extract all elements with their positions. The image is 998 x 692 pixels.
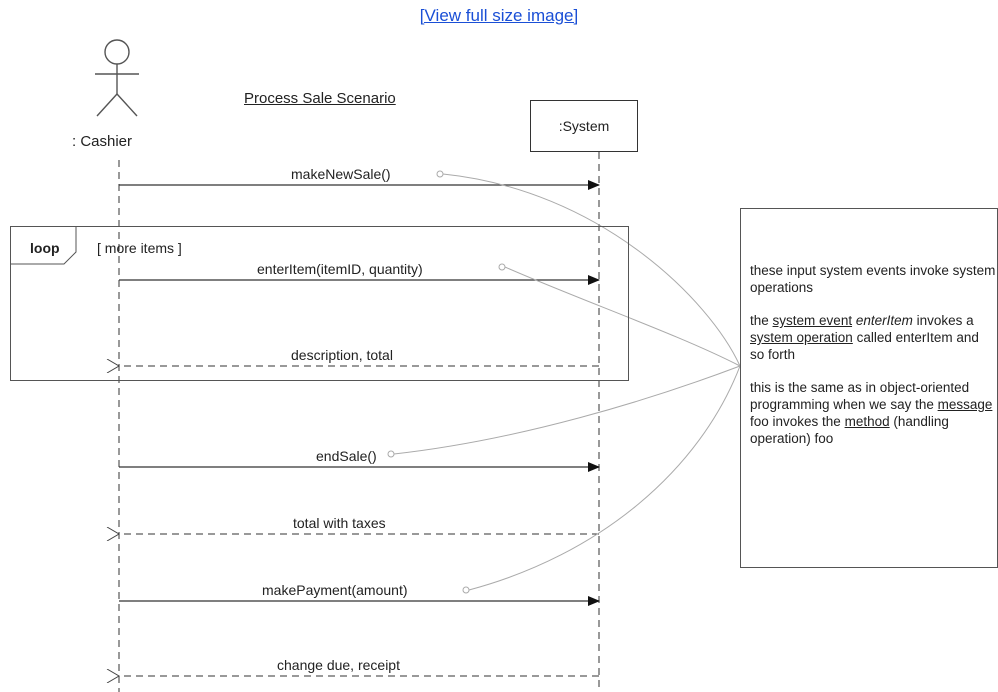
msg-label-change-due: change due, receipt — [277, 657, 400, 673]
loop-guard: [ more items ] — [97, 240, 182, 256]
msg-label-makePayment: makePayment(amount) — [262, 582, 408, 598]
system-lifeline-box: :System — [530, 100, 638, 152]
view-full-size-link[interactable]: [View full size image] — [419, 6, 579, 25]
note-connectors — [387, 170, 741, 594]
loop-frame-tag — [10, 226, 77, 265]
note-paragraph-3: this is the same as in object-oriented p… — [750, 380, 993, 446]
note-box — [740, 208, 998, 568]
note-paragraph-2: the system event enterItem invokes a sys… — [750, 313, 979, 362]
cashier-actor-icon — [95, 39, 139, 117]
note-paragraph-1: these input system events invoke system … — [750, 263, 996, 295]
loop-frame — [10, 226, 629, 381]
msg-label-total-with-taxes: total with taxes — [293, 515, 386, 531]
loop-label: loop — [30, 240, 60, 256]
msg-label-endSale: endSale() — [316, 448, 377, 464]
cashier-actor-label: : Cashier — [72, 133, 133, 150]
system-label: :System — [558, 118, 610, 134]
msg-label-makeNewSale: makeNewSale() — [291, 166, 391, 182]
diagram-title: Process Sale Scenario — [244, 90, 396, 107]
msg-label-description-total: description, total — [291, 347, 393, 363]
note-text: these input system events invoke system … — [750, 262, 996, 463]
msg-label-enterItem: enterItem(itemID, quantity) — [257, 261, 423, 277]
